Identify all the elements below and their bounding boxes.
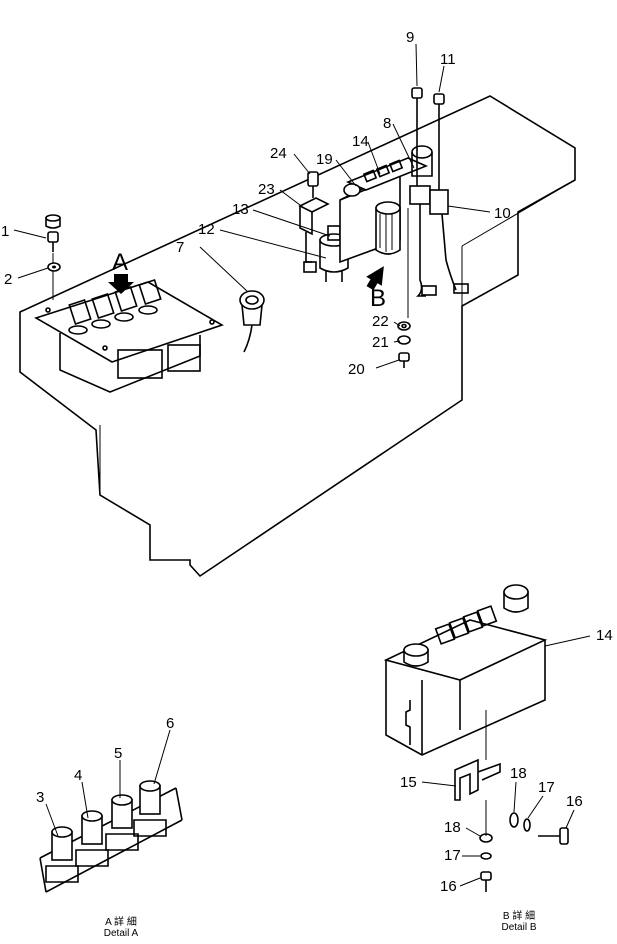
callout-24: 24 <box>270 145 287 162</box>
switch-6 <box>133 780 167 837</box>
screw-1 <box>45 214 61 300</box>
callout-labels: 1 2 7 12 13 23 24 19 14 8 9 11 10 22 21 … <box>1 29 613 895</box>
view-arrow-b <box>366 266 384 291</box>
detail-b-caption-jp: B 詳 細 <box>502 911 536 922</box>
callout-18-right: 18 <box>510 765 527 782</box>
callout-1: 1 <box>1 223 9 240</box>
detail-a-assembly <box>39 780 183 893</box>
leader-lines <box>13 43 591 887</box>
callout-16-right: 16 <box>566 793 583 810</box>
switch-cluster <box>298 87 469 318</box>
dashboard-housing <box>19 95 576 578</box>
washer-17-lower <box>480 852 492 860</box>
fastener-stack <box>397 321 411 368</box>
bolt-16-lower <box>480 871 492 892</box>
callout-22: 22 <box>372 313 389 330</box>
callout-8: 8 <box>383 115 391 132</box>
bracket-15 <box>454 758 501 801</box>
callout-19: 19 <box>316 151 333 168</box>
detail-b-caption-en: Detail B <box>501 922 537 933</box>
detail-b-assembly <box>383 584 569 892</box>
callout-18-lower: 18 <box>444 819 461 836</box>
callout-20: 20 <box>348 361 365 378</box>
bolt-16-right <box>538 827 569 845</box>
callout-21: 21 <box>372 334 389 351</box>
detail-a-caption-en: Detail A <box>103 928 139 939</box>
washer-17-right <box>523 818 531 832</box>
switch-5 <box>105 794 139 851</box>
callout-9: 9 <box>406 29 414 46</box>
view-arrow-a <box>108 274 134 294</box>
switch-plate <box>34 279 224 393</box>
callout-7: 7 <box>176 239 184 256</box>
switch-4 <box>75 810 109 867</box>
detail-a-caption: A 詳 細 Detail A <box>86 917 156 939</box>
callout-6: 6 <box>166 715 174 732</box>
washer-18-right <box>509 812 519 828</box>
switch-3 <box>45 826 79 883</box>
callout-14-top: 14 <box>352 133 369 150</box>
callout-10: 10 <box>494 205 511 222</box>
callout-17-right: 17 <box>538 779 555 796</box>
callout-16-lower: 16 <box>440 878 457 895</box>
callout-15: 15 <box>400 774 417 791</box>
callout-3: 3 <box>36 789 44 806</box>
relay-box-14 <box>383 584 548 760</box>
detail-a-caption-jp: A 詳 細 <box>105 917 137 928</box>
callout-17-lower: 17 <box>444 847 461 864</box>
detail-b-caption: B 詳 細 Detail B <box>484 911 554 933</box>
washer-2 <box>47 262 61 272</box>
callout-4: 4 <box>74 767 82 784</box>
callout-11: 11 <box>440 51 456 68</box>
callout-23: 23 <box>258 181 275 198</box>
callout-2: 2 <box>4 271 12 288</box>
callout-12: 12 <box>198 221 215 238</box>
socket-7 <box>239 290 265 353</box>
view-letter-a: A <box>112 249 128 276</box>
callout-5: 5 <box>114 745 122 762</box>
view-letter-b: B <box>370 285 386 312</box>
callout-13: 13 <box>232 201 249 218</box>
callout-14-detail: 14 <box>596 627 613 644</box>
